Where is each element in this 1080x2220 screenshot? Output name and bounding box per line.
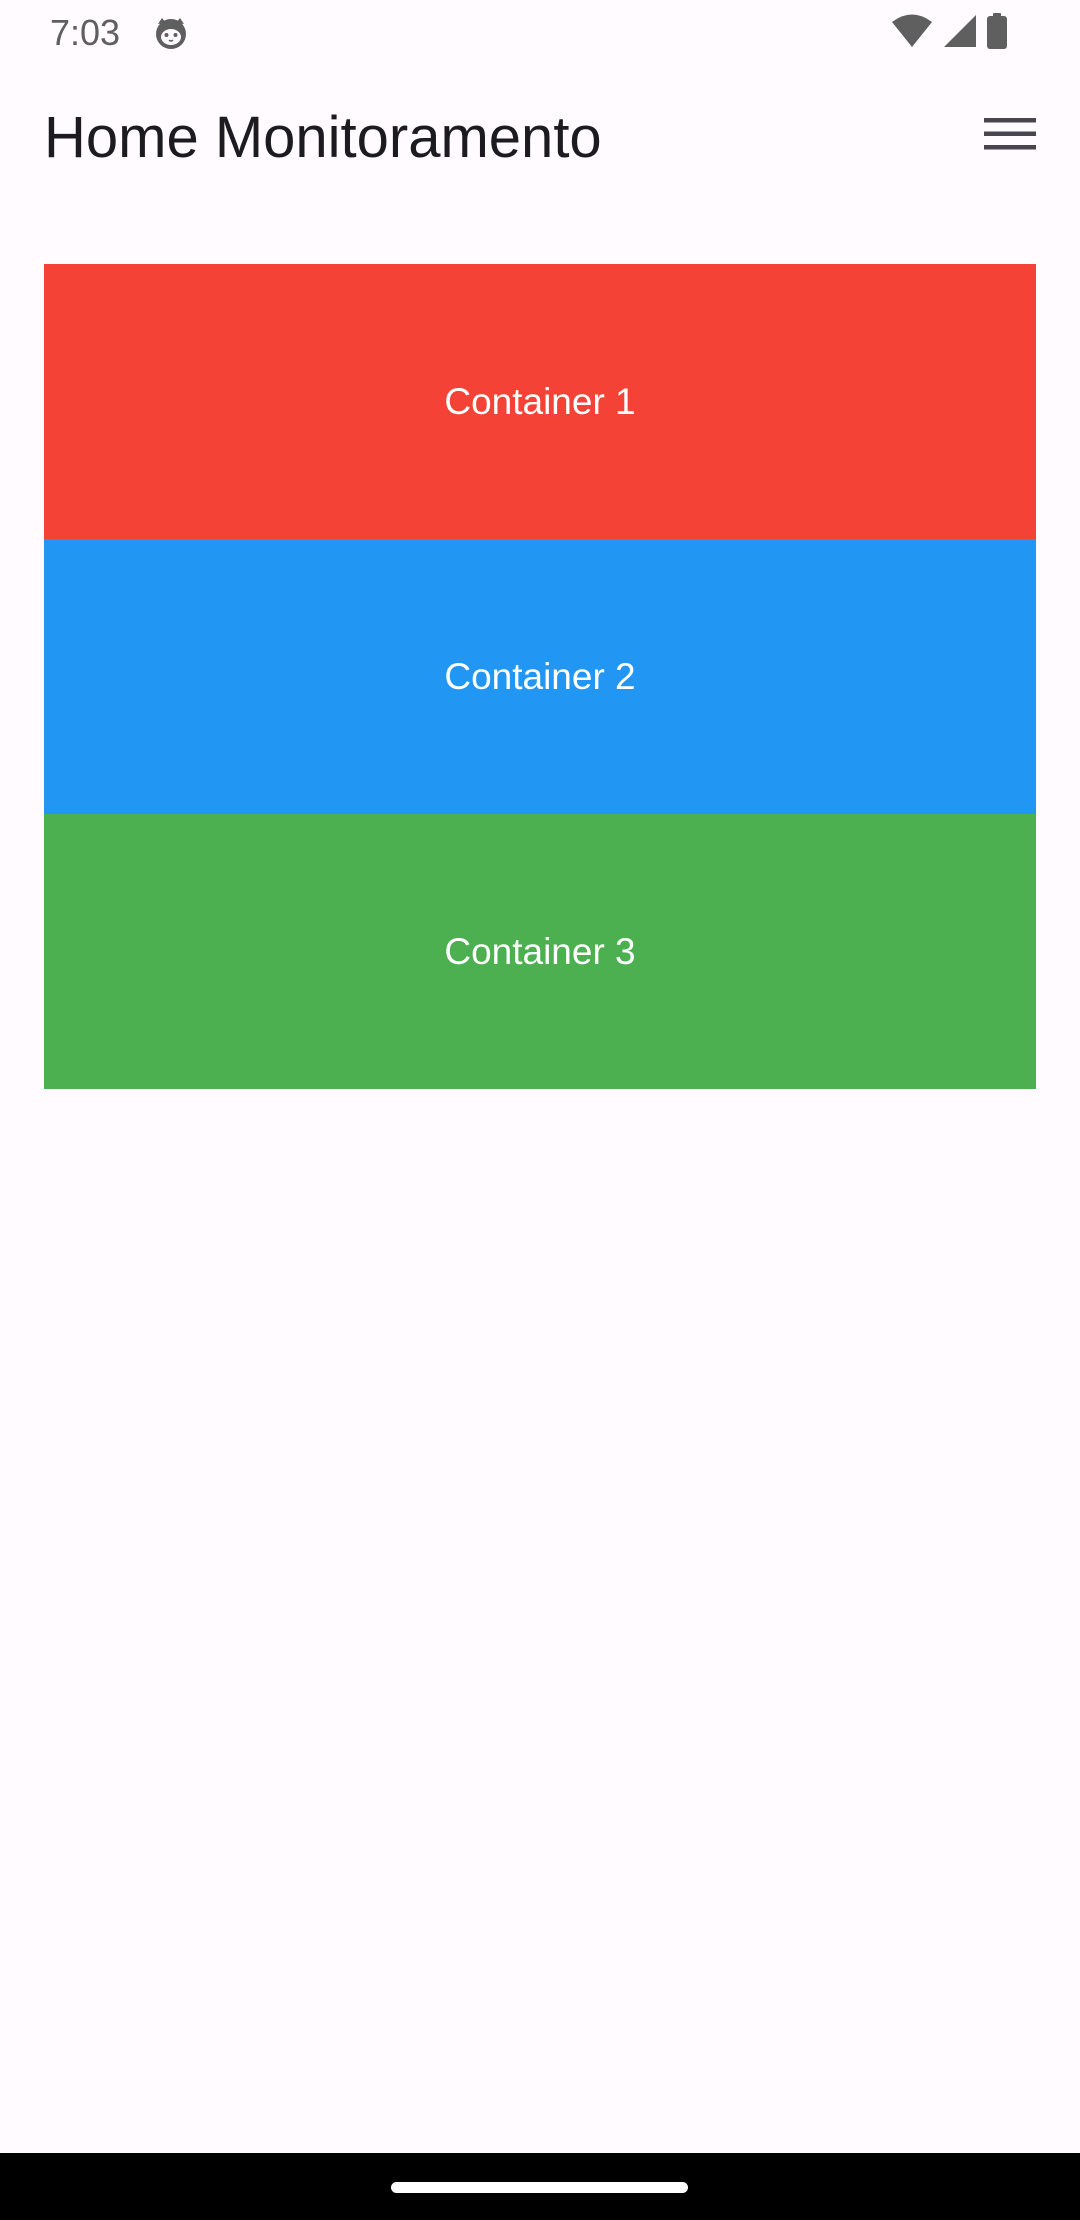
status-icons	[890, 12, 1008, 54]
menu-button[interactable]	[968, 94, 1052, 178]
container-3: Container 3	[44, 814, 1036, 1089]
navigation-bar	[0, 2153, 1080, 2220]
status-bar: 7:03	[0, 0, 1080, 66]
page-title: Home Monitoramento	[44, 105, 602, 170]
battery-icon	[986, 12, 1008, 54]
containers-list: Container 1 Container 2 Container 3	[44, 264, 1036, 1089]
home-indicator[interactable]	[391, 2182, 688, 2193]
hamburger-menu-icon	[984, 115, 1036, 158]
container-1-label: Container 1	[444, 380, 636, 422]
cat-icon	[152, 14, 190, 52]
status-time: 7:03	[50, 12, 121, 53]
container-3-label: Container 3	[444, 930, 636, 972]
container-2-label: Container 2	[444, 655, 636, 697]
signal-icon	[942, 13, 978, 54]
wifi-icon	[890, 13, 934, 54]
app-bar: Home Monitoramento	[0, 66, 1080, 216]
container-2: Container 2	[44, 539, 1036, 814]
container-1: Container 1	[44, 264, 1036, 539]
